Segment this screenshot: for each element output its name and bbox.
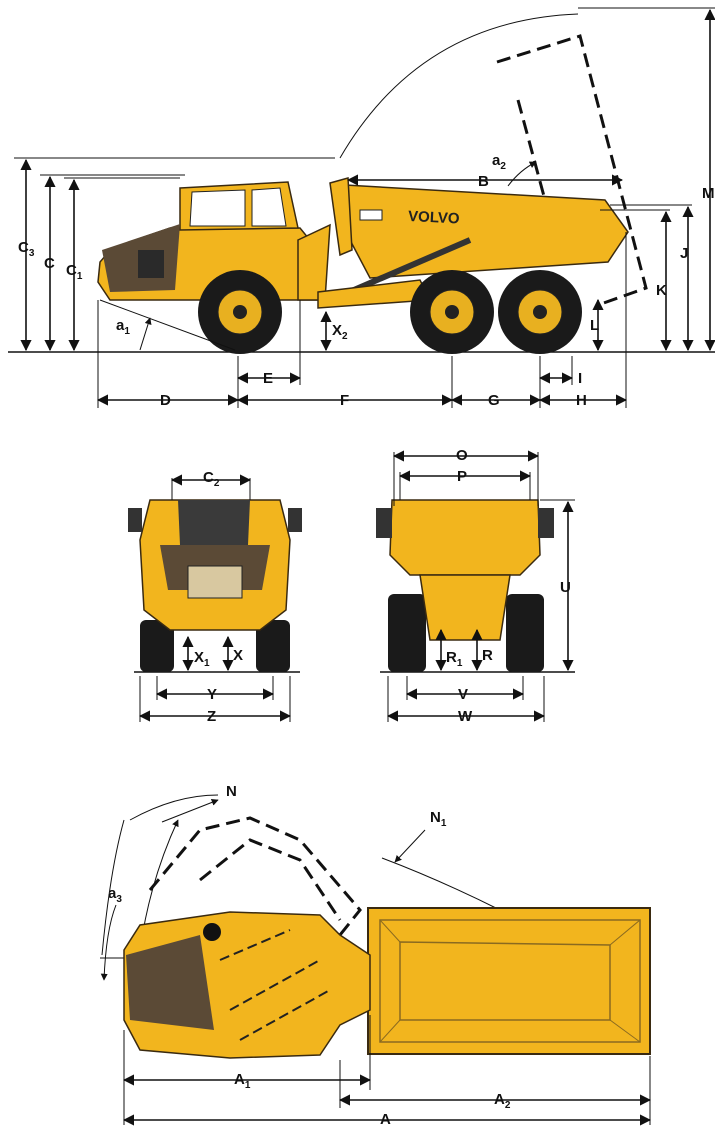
label-u: U — [560, 579, 571, 596]
label-a2: a2 — [492, 152, 506, 172]
cab-top — [123, 911, 371, 1059]
label-k: K — [656, 282, 667, 299]
rear-wheel — [498, 270, 582, 354]
label-n: N — [226, 783, 237, 800]
label-i: I — [578, 370, 582, 387]
label-a1: a1 — [116, 317, 130, 337]
label-w: W — [458, 708, 473, 725]
label-x1: X1 — [194, 649, 210, 669]
label-g: G — [488, 392, 500, 409]
front-view: C2 X1 X Y Z — [128, 469, 302, 725]
label-c3: C3 — [18, 239, 35, 259]
label-r: R — [482, 647, 493, 664]
label-a2-top: A2 — [494, 1091, 511, 1111]
label-m: M — [702, 185, 715, 202]
label-x: X — [233, 647, 243, 664]
dump-body: VOLVO — [329, 177, 629, 299]
front-wheel — [198, 270, 282, 354]
dump-box-top — [367, 907, 651, 1055]
rear-view: O P U R1 R V W — [376, 447, 575, 725]
label-c: C — [44, 255, 55, 272]
label-h: H — [576, 392, 587, 409]
tipping-arc — [339, 13, 579, 159]
label-e: E — [263, 370, 273, 387]
label-v: V — [458, 686, 468, 703]
label-a-top: A — [380, 1111, 391, 1128]
middle-wheel — [410, 270, 494, 354]
side-view: VOLVO — [8, 7, 715, 409]
label-c1: C1 — [66, 262, 83, 282]
label-c2: C2 — [203, 469, 220, 489]
label-z: Z — [207, 708, 216, 725]
label-o: O — [456, 447, 468, 464]
label-a3: a3 — [108, 885, 122, 905]
label-b: B — [478, 173, 489, 190]
label-f: F — [340, 392, 349, 409]
label-a1-top: A1 — [234, 1071, 251, 1091]
top-view: N N1 a3 A1 A2 A — [100, 783, 652, 1128]
label-n1: N1 — [430, 809, 447, 829]
brand-text: VOLVO — [408, 208, 461, 228]
label-j: J — [680, 245, 688, 262]
label-r1: R1 — [446, 649, 463, 669]
label-x2: X2 — [332, 322, 348, 342]
label-y: Y — [207, 686, 217, 703]
label-p: P — [457, 468, 467, 485]
label-d: D — [160, 392, 171, 409]
turned-cab-outline — [148, 816, 362, 961]
raised-body-outline — [496, 34, 648, 307]
label-l: L — [590, 317, 599, 334]
